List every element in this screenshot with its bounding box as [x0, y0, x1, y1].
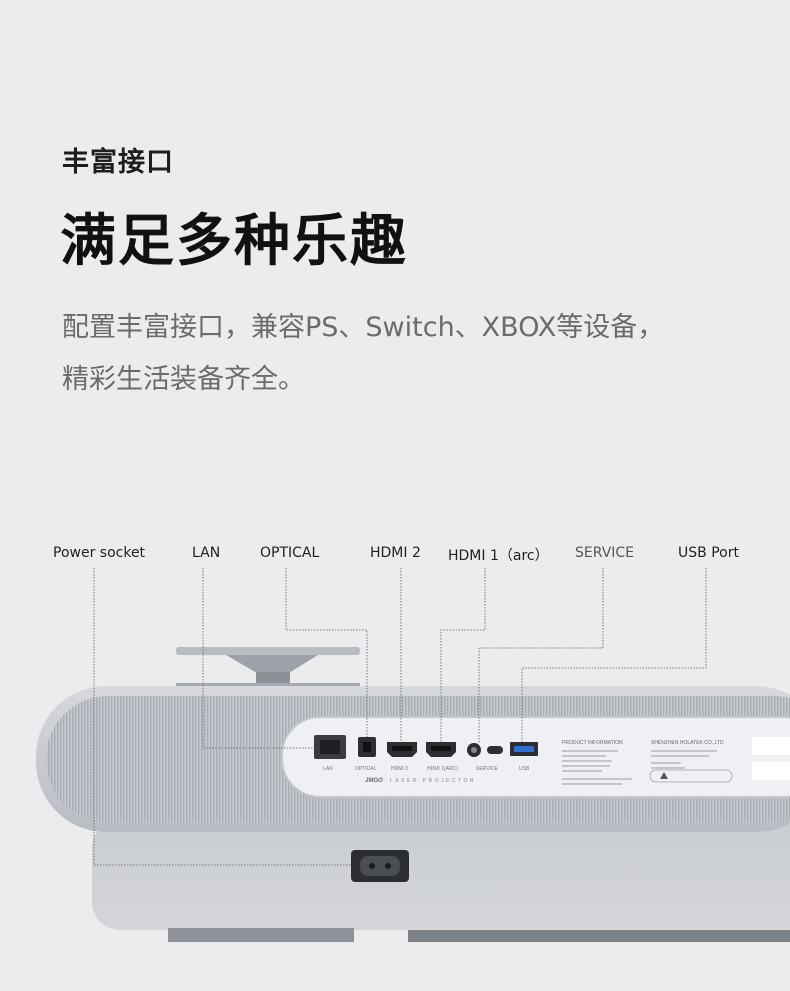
warning-badge — [649, 769, 733, 783]
panel-info-title: PRODUCT INFORMATION — [562, 740, 623, 746]
lan-port — [314, 735, 346, 759]
description: 配置丰富接口，兼容PS、Switch、XBOX等设备， 精彩生活装备齐全。 — [62, 302, 752, 406]
label-usb: USB Port — [678, 545, 739, 561]
label-power-socket: Power socket — [53, 545, 146, 561]
hdmi2-port — [387, 742, 417, 757]
panel-text-hdmi2: HDMI 2 — [391, 766, 408, 772]
ceiling-mount — [176, 647, 360, 689]
panel-company: SHENZHEN HOLATEK CO.,LTD — [651, 740, 724, 746]
hdmi1-port — [426, 742, 456, 757]
label-service: SERVICE — [575, 545, 635, 561]
page-title: 满足多种乐趣 — [60, 209, 408, 274]
panel-sticker-2 — [752, 762, 790, 780]
callout-lines — [93, 568, 707, 866]
usb-port — [510, 742, 538, 756]
panel-text-hdmi1: HDMI 1(ARC) — [427, 766, 458, 772]
panel-text-optical: OPTICAL — [355, 766, 377, 772]
subtitle: 丰富接口 — [62, 147, 174, 178]
label-hdmi1: HDMI 1（arc） — [448, 548, 549, 564]
panel-brand: JMGO — [365, 778, 383, 784]
panel-text-lan: LAN — [323, 766, 333, 772]
service-port — [467, 743, 503, 757]
power-socket — [351, 850, 409, 882]
panel-info-lines — [562, 750, 717, 785]
label-hdmi2: HDMI 2 — [370, 545, 421, 561]
panel-sticker-1 — [752, 737, 790, 755]
description-line-2: 精彩生活装备齐全。 — [62, 364, 305, 395]
warning-icon — [660, 772, 668, 779]
panel-model-text: LASER PROJECTOR — [390, 778, 476, 784]
panel-text-usb: USB — [519, 766, 530, 772]
label-lan: LAN — [192, 545, 221, 561]
description-line-1: 配置丰富接口，兼容PS、Switch、XBOX等设备， — [62, 312, 665, 343]
panel-text-service: SERVICE — [476, 766, 499, 772]
optical-port — [358, 737, 376, 757]
label-optical: OPTICAL — [260, 545, 320, 561]
port-panel — [281, 716, 790, 798]
projector-base — [92, 820, 790, 930]
